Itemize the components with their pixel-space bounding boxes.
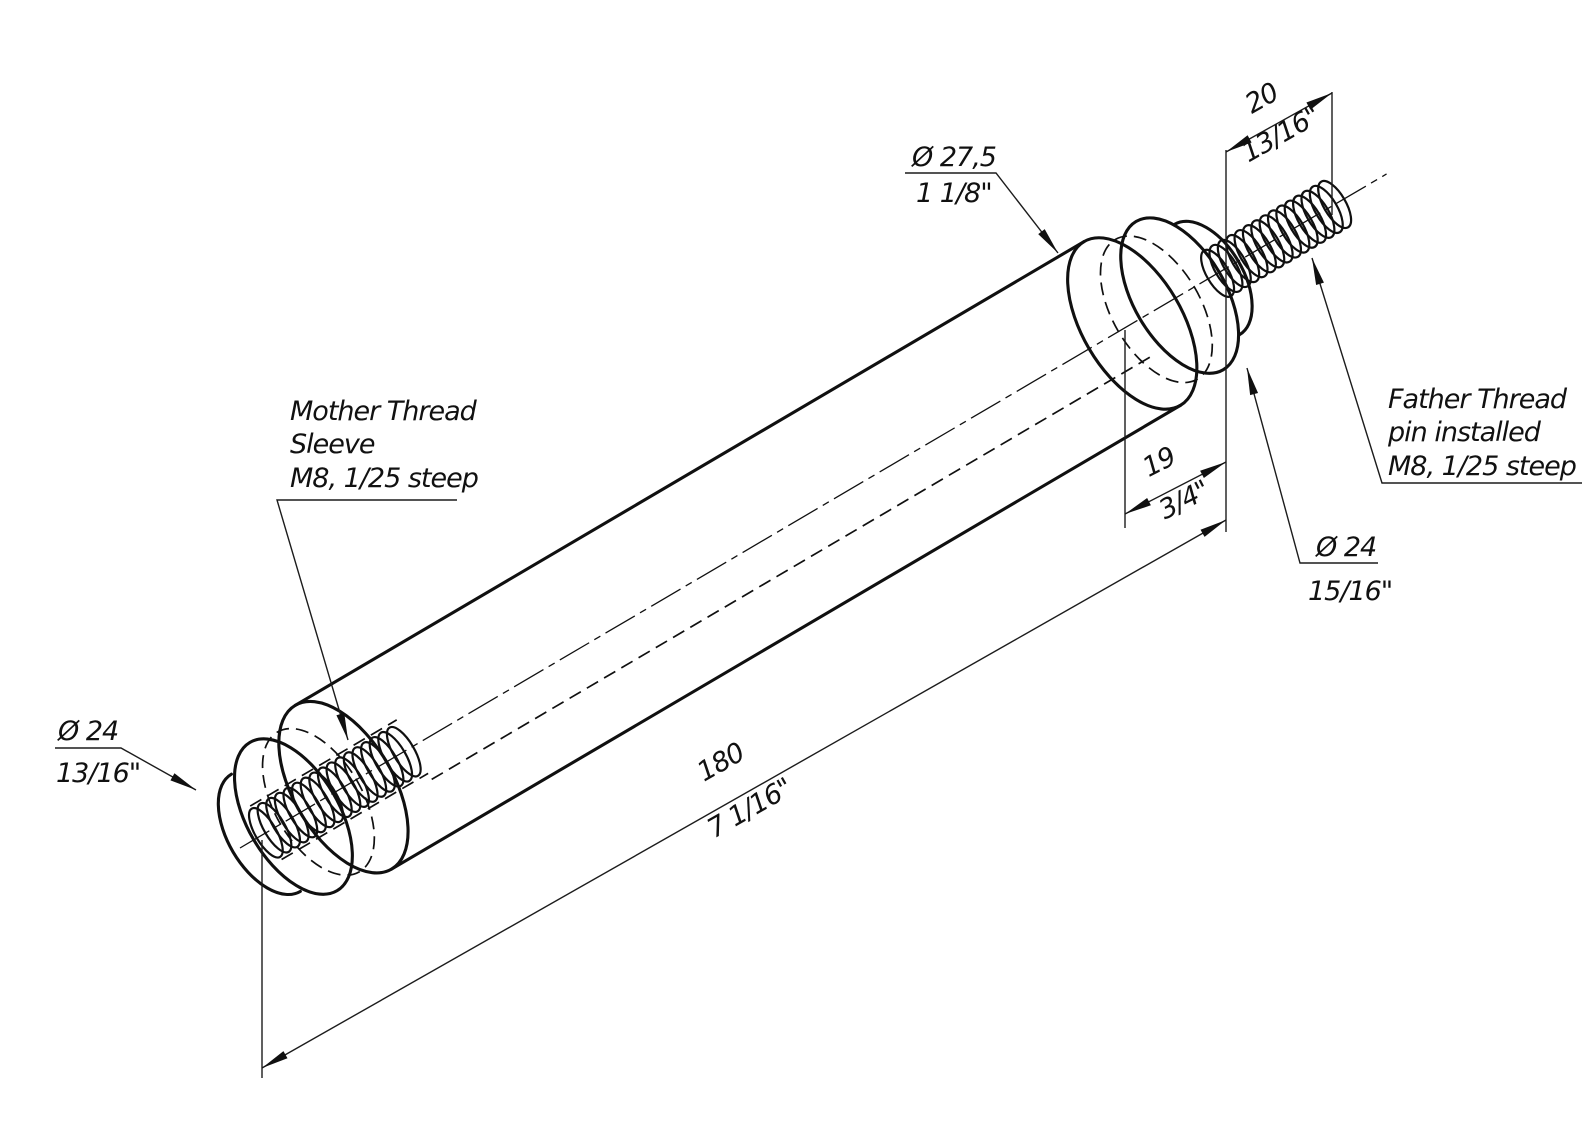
thread-ring: [1216, 238, 1252, 289]
thread-ring: [1300, 189, 1336, 239]
thread-ring: [1250, 219, 1286, 269]
label-body-diameter-inch: 1 1/8": [916, 178, 992, 209]
father-thread-rings: [1200, 179, 1353, 298]
rod-part: [216, 173, 1387, 897]
label-body-diameter-mm: Ø 27,5: [911, 142, 996, 173]
dim-cap-length-inch: 3/4": [1154, 475, 1214, 526]
note-father-line3: M8, 1/25 steep: [1388, 451, 1576, 482]
main-cylinder: [277, 236, 1199, 875]
dimension-lines: [261, 92, 1333, 1069]
extension-lines: [261, 92, 1333, 1078]
label-cap-diameter-right-inch: 15/16": [1308, 576, 1392, 607]
thread-ring: [1266, 209, 1303, 259]
note-mother-line3: M8, 1/25 steep: [290, 463, 478, 494]
thread-ring: [1308, 184, 1344, 235]
note-father-line1: Father Thread: [1388, 384, 1568, 415]
note-mother-line2: Sleeve: [290, 429, 375, 460]
leader-body-diameter: [905, 172, 1059, 254]
thread-ring: [1225, 233, 1261, 284]
thread-ring: [1208, 243, 1244, 294]
note-mother-line1: Mother Thread: [290, 396, 478, 427]
dim-line-cap-length: [1124, 461, 1227, 515]
leader-mother-thread: [276, 499, 457, 741]
label-cap-diameter-left-mm: Ø 24: [57, 716, 118, 747]
thread-ring: [1283, 199, 1319, 249]
dim-line-total-length: [261, 519, 1227, 1069]
hidden-bore-line: [431, 355, 1152, 781]
note-mother-thread: Mother Thread Sleeve M8, 1/25 steep: [290, 396, 479, 494]
leader-cap-diameter-right: [1246, 367, 1378, 564]
label-cap-diameter-left-inch: 13/16": [56, 758, 140, 789]
thread-ring: [1241, 224, 1277, 274]
thread-ring: [1292, 194, 1328, 244]
dim-total-length-mm: 180: [692, 737, 750, 788]
dim-total-length-inch: 7 1/16": [702, 772, 797, 844]
thread-ring: [1258, 214, 1294, 264]
dim-cap-length-mm: 19: [1138, 441, 1181, 483]
leader-cap-diameter-left: [55, 747, 197, 791]
leader-father-thread: [1311, 257, 1582, 484]
leader-lines: [55, 172, 1582, 791]
thread-ring: [1200, 248, 1236, 298]
thread-ring: [1233, 229, 1269, 279]
dim-pin-length-mm: 20: [1240, 77, 1283, 120]
thread-ring: [1317, 179, 1353, 230]
dim-line-pin-length: [1225, 92, 1333, 153]
note-father-line2: pin installed: [1387, 417, 1542, 448]
label-cap-diameter-right-mm: Ø 24: [1315, 532, 1376, 563]
note-father-thread: Father Thread pin installed M8, 1/25 ste…: [1387, 384, 1577, 482]
thread-ring: [1275, 204, 1311, 254]
